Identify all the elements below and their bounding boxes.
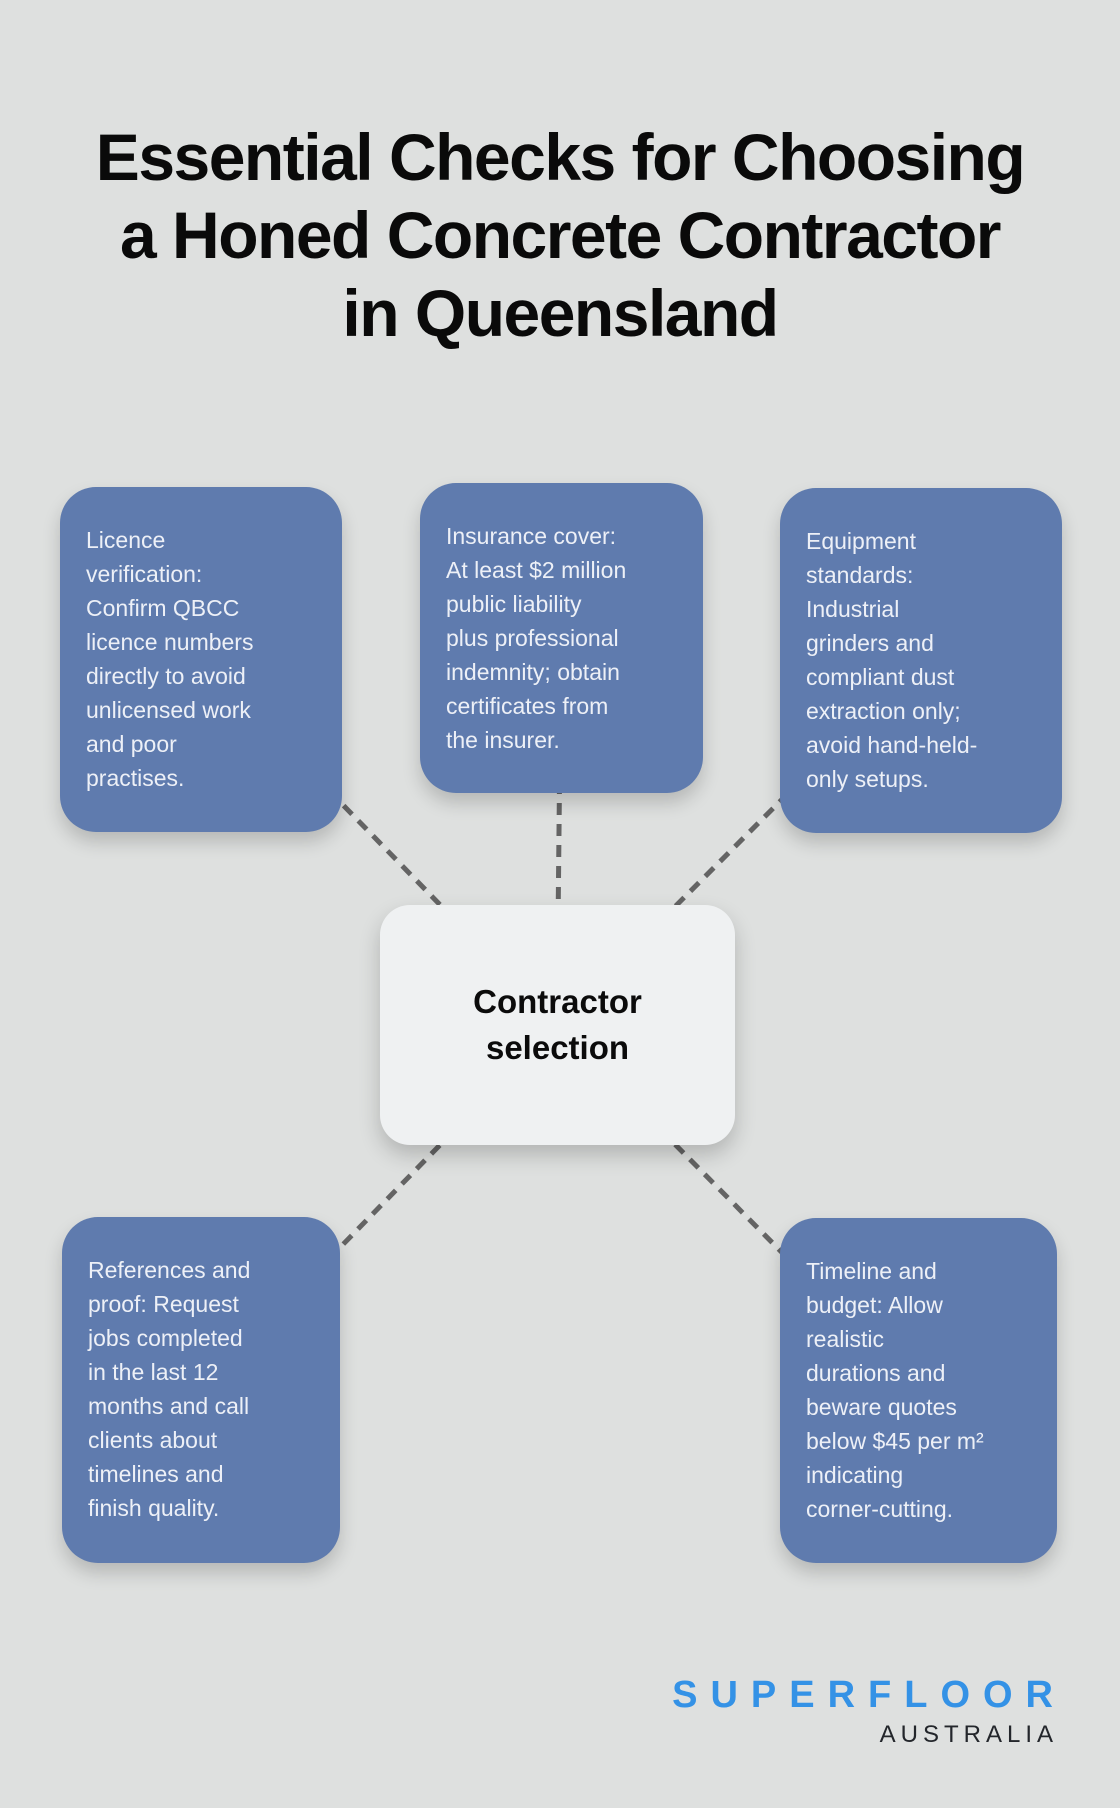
check-node-text: Timeline and budget: Allow realistic dur… — [806, 1258, 984, 1522]
check-node-references-and-proof: References and proof: Request jobs compl… — [62, 1217, 340, 1563]
logo-brand-text: SUPERFLOOR — [672, 1674, 1066, 1716]
check-node-licence-verification: Licence verification: Confirm QBCC licen… — [60, 487, 342, 832]
check-node-equipment-standards: Equipment standards: Industrial grinders… — [780, 488, 1062, 833]
check-node-timeline-and-budget: Timeline and budget: Allow realistic dur… — [780, 1218, 1057, 1563]
check-node-text: References and proof: Request jobs compl… — [88, 1257, 251, 1521]
check-node-text: Equipment standards: Industrial grinders… — [806, 528, 978, 792]
check-node-text: Insurance cover: At least $2 million pub… — [446, 523, 627, 753]
logo-region-text: AUSTRALIA — [879, 1721, 1058, 1748]
central-topic-label: Contractor selection — [473, 983, 642, 1066]
check-node-text: Licence verification: Confirm QBCC licen… — [86, 527, 254, 791]
check-node-insurance-cover: Insurance cover: At least $2 million pub… — [420, 483, 703, 793]
infographic-title: Essential Checks for Choosing a Honed Co… — [95, 120, 1026, 350]
brand-logo: SUPERFLOOR AUSTRALIA — [672, 1674, 1053, 1749]
central-topic-node: Contractor selection — [380, 905, 735, 1145]
